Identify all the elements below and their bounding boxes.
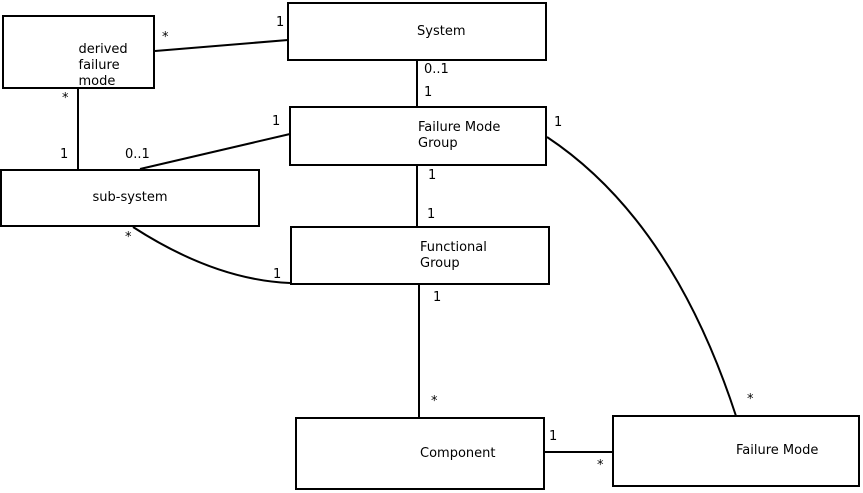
- multiplicity-dfm-system-star: *: [162, 30, 169, 45]
- node-failure-mode-label: Failure Mode: [736, 443, 819, 458]
- multiplicity-fmg-fg-one-top: 1: [428, 168, 437, 183]
- multiplicity-subsystem-fmg-zeroone: 0..1: [125, 147, 150, 162]
- node-derived-failure-mode-label: derived failure mode: [78, 42, 128, 89]
- node-failure-mode: Failure Mode: [612, 415, 860, 487]
- node-failure-mode-group-label: Failure Mode Group: [418, 120, 501, 151]
- multiplicity-subsystem-fmg-one: 1: [272, 114, 281, 129]
- multiplicity-system-fmg-zeroone: 0..1: [424, 62, 449, 77]
- node-derived-failure-mode: derived failure mode: [2, 15, 155, 89]
- node-system: System: [287, 2, 547, 61]
- node-functional-group: Functional Group: [290, 226, 550, 285]
- multiplicity-subsystem-fg-star: *: [125, 230, 132, 245]
- node-component: Component: [295, 417, 545, 490]
- multiplicity-system-fmg-one: 1: [424, 85, 433, 100]
- node-sub-system-label: sub-system: [92, 190, 168, 205]
- node-sub-system: sub-system: [0, 169, 260, 227]
- multiplicity-fmg-fm-star: *: [747, 392, 754, 407]
- multiplicity-component-fm-one: 1: [549, 429, 558, 444]
- connector-subsystem-fg-curve: [132, 226, 291, 284]
- multiplicity-subsystem-dfm-star: *: [62, 91, 69, 106]
- node-functional-group-label: Functional Group: [420, 239, 487, 271]
- multiplicity-subsystem-dfm-one: 1: [60, 147, 69, 162]
- multiplicity-dfm-system-one: 1: [276, 15, 285, 30]
- multiplicity-fg-component-star: *: [431, 394, 438, 409]
- connector-subsystem-fmg: [139, 133, 291, 170]
- multiplicity-component-fm-star: *: [597, 458, 604, 473]
- multiplicity-fmg-fg-one-bottom: 1: [427, 207, 436, 222]
- connector-fmg-fm-curve: [546, 136, 737, 417]
- node-system-label: System: [417, 23, 466, 39]
- connector-dfm-system: [154, 39, 289, 52]
- multiplicity-subsystem-fg-one: 1: [273, 267, 282, 282]
- node-component-label: Component: [420, 445, 496, 461]
- multiplicity-fmg-fm-one: 1: [554, 115, 563, 130]
- multiplicity-fg-component-one: 1: [433, 290, 442, 305]
- node-failure-mode-group: Failure Mode Group: [289, 106, 547, 166]
